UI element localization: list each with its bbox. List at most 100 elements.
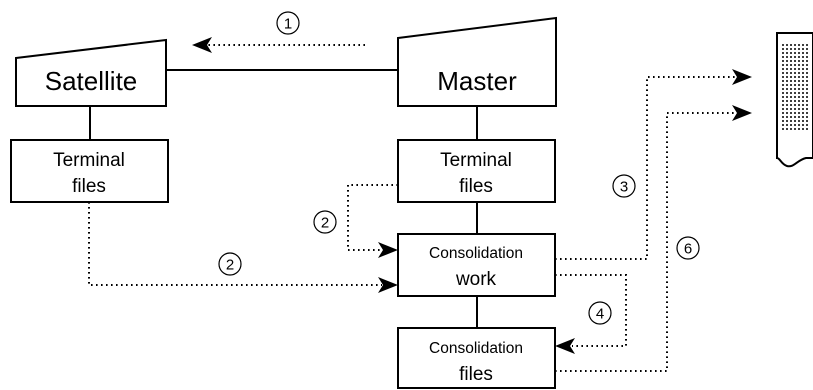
step2-satellite-arrowhead xyxy=(378,277,398,293)
report-dot xyxy=(786,108,788,110)
report-dot-grid xyxy=(782,44,808,130)
master-terminal-files-line1: Terminal xyxy=(440,150,512,171)
report-dot xyxy=(802,120,804,122)
printed-report-icon xyxy=(776,32,813,168)
report-dot xyxy=(786,48,788,50)
step6-arrow-line xyxy=(555,112,735,372)
report-dot xyxy=(802,76,804,78)
report-dot xyxy=(794,120,796,122)
report-dot xyxy=(786,80,788,82)
report-dot xyxy=(798,128,800,130)
report-dot xyxy=(782,100,784,102)
report-dot xyxy=(782,44,784,46)
report-dot xyxy=(786,44,788,46)
report-dot xyxy=(794,76,796,78)
report-dot xyxy=(806,120,808,122)
satellite-node: Satellite xyxy=(15,38,167,107)
report-dot xyxy=(786,112,788,114)
report-dot xyxy=(786,128,788,130)
report-dot xyxy=(786,60,788,62)
report-dot xyxy=(786,116,788,118)
report-dot xyxy=(782,92,784,94)
report-dot xyxy=(806,44,808,46)
report-dot xyxy=(794,72,796,74)
step-marker-2-master-number: 2 xyxy=(321,215,329,232)
step6-arrowhead xyxy=(732,105,752,121)
report-dot xyxy=(782,80,784,82)
step-marker-1-number: 1 xyxy=(284,16,292,33)
report-dot xyxy=(794,52,796,54)
report-dot xyxy=(802,112,804,114)
report-dot xyxy=(790,92,792,94)
report-dot xyxy=(806,72,808,74)
report-dot xyxy=(802,80,804,82)
report-dot xyxy=(802,124,804,126)
report-dot xyxy=(790,80,792,82)
step-marker-1: 1 xyxy=(276,11,300,35)
satellite-terminal-files-line1: Terminal xyxy=(53,150,125,171)
report-dot xyxy=(802,68,804,70)
report-dot xyxy=(802,84,804,86)
master-terminal-files-line2: files xyxy=(459,176,493,197)
report-dot xyxy=(782,68,784,70)
report-dot xyxy=(798,76,800,78)
report-dot xyxy=(790,68,792,70)
step-marker-4: 4 xyxy=(588,301,612,325)
report-dot xyxy=(782,64,784,66)
report-dot xyxy=(794,48,796,50)
report-dot xyxy=(790,116,792,118)
report-dot xyxy=(806,124,808,126)
consolidation-work-box xyxy=(397,233,556,297)
report-dot xyxy=(782,116,784,118)
report-dot xyxy=(798,112,800,114)
report-dot xyxy=(782,108,784,110)
step-marker-4-circle xyxy=(588,301,612,325)
report-dot xyxy=(786,88,788,90)
report-dot xyxy=(790,88,792,90)
report-dot xyxy=(786,72,788,74)
report-dot xyxy=(790,44,792,46)
report-dot xyxy=(802,52,804,54)
report-dot xyxy=(790,104,792,106)
report-dot xyxy=(782,104,784,106)
master-shape xyxy=(397,16,557,107)
report-dot xyxy=(802,100,804,102)
step4-flow xyxy=(555,274,627,354)
report-dot xyxy=(798,88,800,90)
report-dot xyxy=(802,56,804,58)
report-dot xyxy=(794,100,796,102)
report-dot xyxy=(794,112,796,114)
step2-master-flow xyxy=(347,184,398,258)
report-dot xyxy=(794,80,796,82)
report-dot xyxy=(802,44,804,46)
report-dot xyxy=(794,64,796,66)
report-dot xyxy=(790,60,792,62)
report-dot xyxy=(794,104,796,106)
report-dot xyxy=(782,120,784,122)
report-dot xyxy=(794,108,796,110)
report-dot xyxy=(798,72,800,74)
report-dot xyxy=(806,84,808,86)
report-dot xyxy=(782,76,784,78)
step-marker-3: 3 xyxy=(612,174,636,198)
report-dot xyxy=(806,52,808,54)
report-dot xyxy=(798,116,800,118)
step-marker-2-master: 2 xyxy=(313,210,337,234)
report-dot xyxy=(786,96,788,98)
report-dot xyxy=(786,52,788,54)
report-dot xyxy=(786,68,788,70)
consolidation-files-node: Consolidation files xyxy=(397,327,556,389)
step-marker-3-number: 3 xyxy=(620,179,628,196)
report-dot xyxy=(794,84,796,86)
report-dot xyxy=(782,72,784,74)
step1-arrowhead xyxy=(192,37,212,53)
step3-flow xyxy=(555,69,752,260)
report-dot xyxy=(798,92,800,94)
report-dot xyxy=(806,76,808,78)
report-dot xyxy=(790,72,792,74)
step2-master-arrowhead xyxy=(378,242,398,258)
report-dot xyxy=(802,72,804,74)
report-dot xyxy=(794,56,796,58)
report-dot xyxy=(790,96,792,98)
report-dot xyxy=(802,108,804,110)
